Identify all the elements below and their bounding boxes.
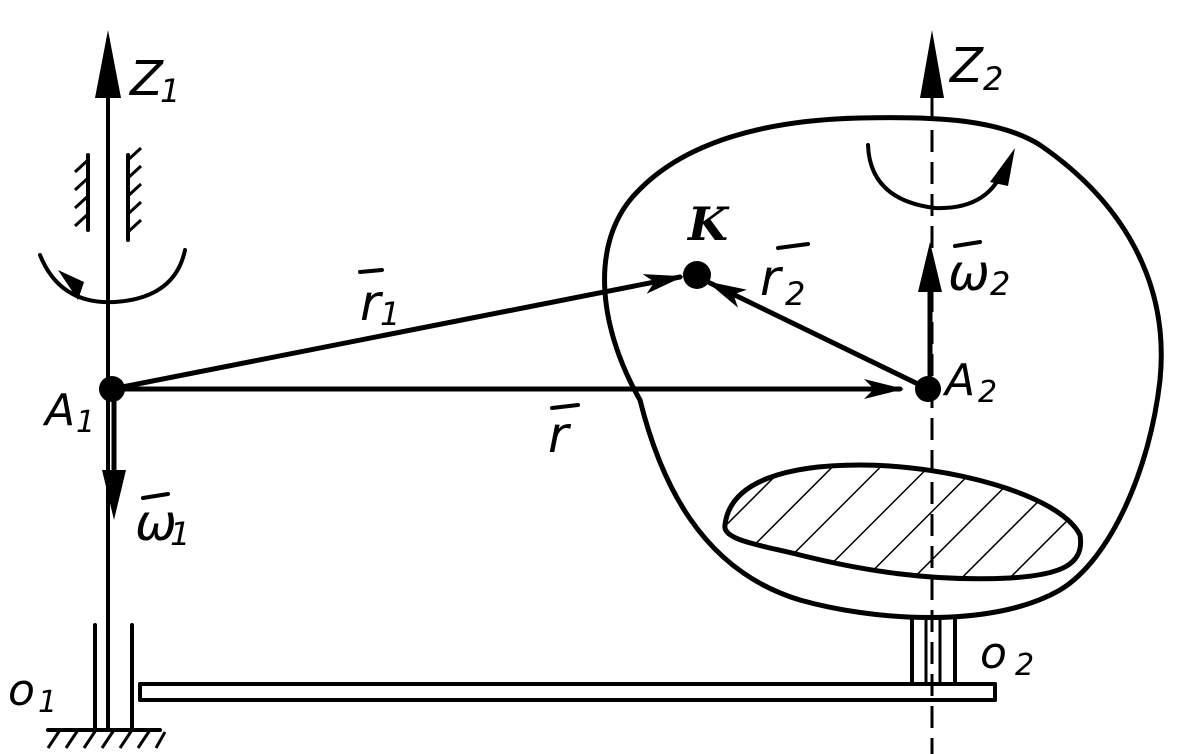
label-omega1-sub: 1	[170, 515, 190, 553]
label-o1-sub: 1	[38, 685, 57, 720]
label-r2: r	[760, 249, 784, 307]
omega1-arrow	[102, 392, 126, 520]
label-a1-sub: 1	[76, 405, 95, 440]
label-z1: Z	[128, 51, 164, 107]
label-o2: o	[980, 628, 1007, 679]
label-omega2-sub: 2	[990, 265, 1010, 303]
label-o1: o	[8, 665, 35, 716]
label-a2-sub: 2	[978, 375, 997, 410]
label-omega1: ω	[135, 494, 177, 552]
label-r2-sub: 2	[785, 275, 805, 313]
rotation-arc-right	[866, 143, 1015, 211]
label-a2: A	[942, 355, 975, 406]
label-z2: Z	[948, 38, 984, 94]
axis-z2	[920, 30, 944, 754]
label-a1: A	[42, 385, 75, 436]
hatched-region	[722, 462, 1084, 582]
vector-r2	[706, 280, 923, 388]
label-omega2: ω	[948, 244, 990, 302]
support-o2	[910, 618, 957, 686]
ground-bar	[138, 682, 997, 702]
support-o1	[46, 623, 167, 749]
a1a2-overbar	[550, 403, 580, 410]
label-r1-sub: 1	[380, 295, 400, 333]
r2-overbar	[776, 242, 810, 250]
omega2-arrow	[918, 242, 942, 378]
label-a1a2: r	[548, 406, 572, 464]
label-r1: r	[360, 274, 384, 332]
omega2-overbar	[953, 240, 982, 248]
omega1-overbar	[141, 492, 170, 500]
vector-r1	[109, 274, 684, 392]
label-k: K	[686, 197, 730, 251]
point-a2	[915, 376, 941, 402]
axis-z2-arrowhead	[920, 30, 944, 98]
bearing-hatch-left	[73, 146, 143, 242]
axis-z1-arrowhead	[95, 30, 121, 98]
point-k	[683, 261, 711, 289]
rigid-body-outline	[602, 115, 1164, 620]
label-z1-sub: 1	[160, 72, 180, 110]
label-o2-sub: 2	[1015, 648, 1034, 683]
label-z2-sub: 2	[983, 60, 1003, 98]
r1-overbar	[358, 268, 384, 274]
rotation-arc-left	[38, 248, 187, 305]
